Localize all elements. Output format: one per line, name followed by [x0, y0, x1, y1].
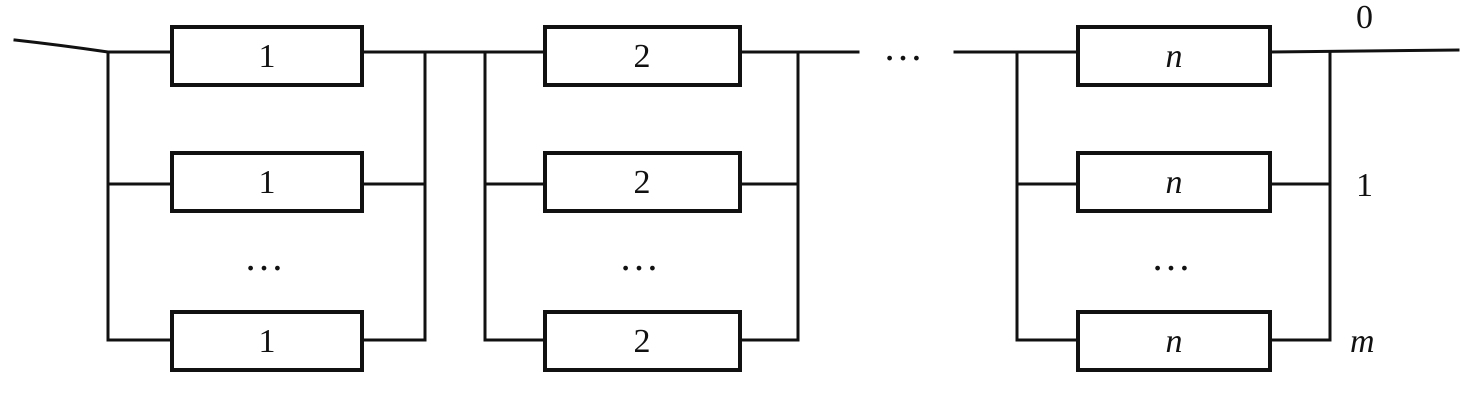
output-line: [1268, 48, 1460, 54]
stage-1-unit-2: [170, 151, 364, 213]
stage-n-unit-3-label: n: [1166, 323, 1183, 360]
stage-2-unit-3: [543, 310, 742, 372]
stage-2-unit-2-label: 2: [634, 164, 651, 201]
stage-1-unit-3: [170, 310, 364, 372]
stage-n: n n … n: [1015, 25, 1332, 372]
stage-1-unit-1: [170, 25, 364, 87]
stage-2-unit-3-label: 2: [634, 323, 651, 360]
stage-1-ellipsis: …: [244, 234, 290, 279]
branch-label-0: 0: [1356, 0, 1373, 36]
stage-n-unit-3: [1076, 310, 1272, 372]
stage-2-unit-1: [543, 25, 742, 87]
branch-label-1: 1: [1356, 167, 1373, 204]
stage-n-unit-2: [1076, 151, 1272, 213]
stage-n-unit-2-label: n: [1166, 164, 1183, 201]
stage-2-ellipsis: …: [619, 234, 665, 279]
stage-n-ellipsis: …: [1151, 234, 1197, 279]
stage-2-unit-1-label: 2: [634, 38, 651, 75]
input-line: [13, 38, 110, 54]
stage-2: 2 2 … 2: [483, 25, 800, 372]
stage-1: 1 1 … 1: [106, 25, 427, 372]
stage-1-unit-1-label: 1: [259, 38, 276, 75]
stage-1-unit-2-label: 1: [259, 164, 276, 201]
stage-2-unit-2: [543, 151, 742, 213]
stage-n-unit-1-label: n: [1166, 38, 1183, 75]
between-stages-ellipsis: …: [883, 24, 929, 69]
stage-1-unit-3-label: 1: [259, 323, 276, 360]
branch-label-m: m: [1350, 323, 1375, 360]
stage-n-unit-1: [1076, 25, 1272, 87]
